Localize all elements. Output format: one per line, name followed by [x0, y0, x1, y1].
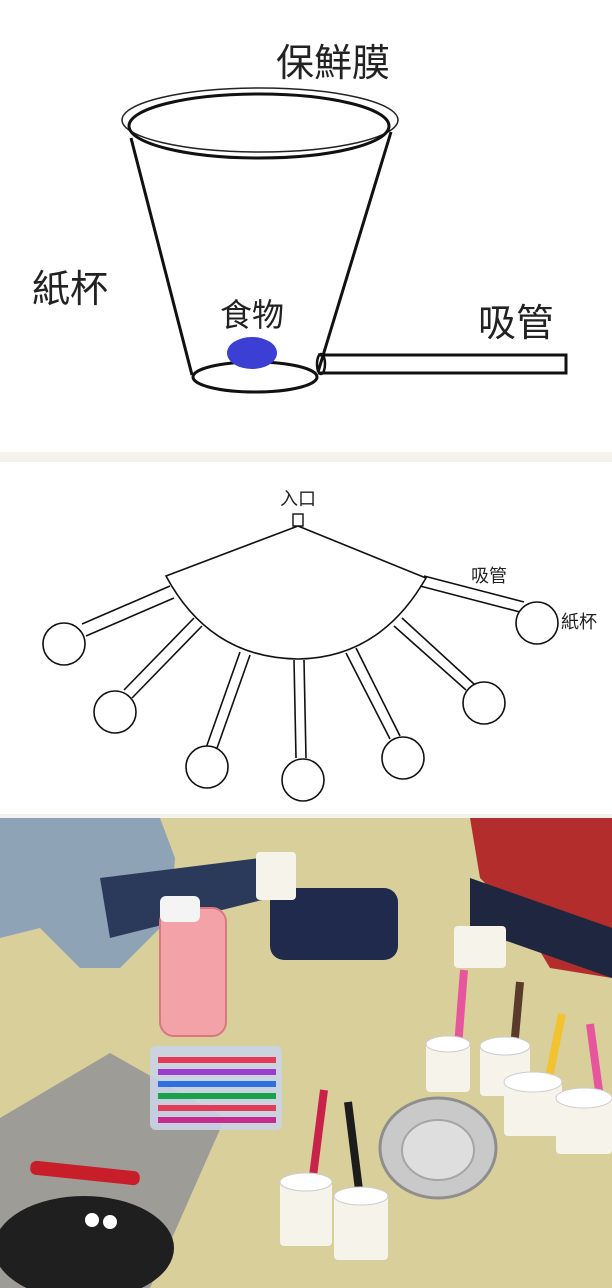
cutter — [30, 1160, 140, 1186]
entrance-square — [292, 513, 304, 527]
photo-illustration — [0, 818, 612, 1288]
paper-cup-label: 紙杯 — [32, 267, 109, 311]
water-bottle — [159, 907, 227, 1037]
classroom-photo — [0, 818, 612, 1288]
cup-rim-ellipse — [127, 92, 391, 160]
straw-opening — [315, 352, 327, 376]
straw-arms — [81, 575, 525, 759]
plastic-wrap-ellipse — [121, 87, 399, 153]
cup-right-side — [316, 131, 393, 373]
food-label: 食物 — [220, 296, 285, 334]
cup-layout-label: 紙杯 — [561, 612, 597, 633]
cup-left-side — [129, 137, 194, 376]
cup-circle-1 — [42, 622, 86, 666]
food-blob — [227, 337, 277, 369]
hub-fan-shape — [164, 525, 428, 660]
cup-circles — [42, 601, 559, 802]
cup-circle-6 — [462, 681, 506, 725]
entrance-label: 入口 — [280, 489, 316, 510]
layout-drawing — [42, 513, 559, 802]
cup-circle-2 — [93, 690, 137, 734]
cup-circle-3 — [185, 745, 229, 789]
pencil-case — [270, 888, 398, 960]
plastic-wrap-label: 保鮮膜 — [276, 41, 391, 85]
straw-label: 吸管 — [478, 301, 555, 345]
maze-layout-diagram: 入口 吸管 紙杯 — [0, 462, 612, 814]
cup-circle-5 — [381, 736, 425, 780]
zip-pouch — [0, 1196, 174, 1288]
cup-circle-7 — [515, 601, 559, 645]
cup-drawing — [121, 87, 568, 394]
straw-tube — [318, 353, 568, 375]
cup-circle-4 — [281, 758, 325, 802]
single-cup-diagram: 保鮮膜 紙杯 食物 吸管 — [0, 0, 612, 452]
paper-cups-with-straws — [256, 852, 612, 1260]
straw-layout-label: 吸管 — [471, 566, 507, 587]
